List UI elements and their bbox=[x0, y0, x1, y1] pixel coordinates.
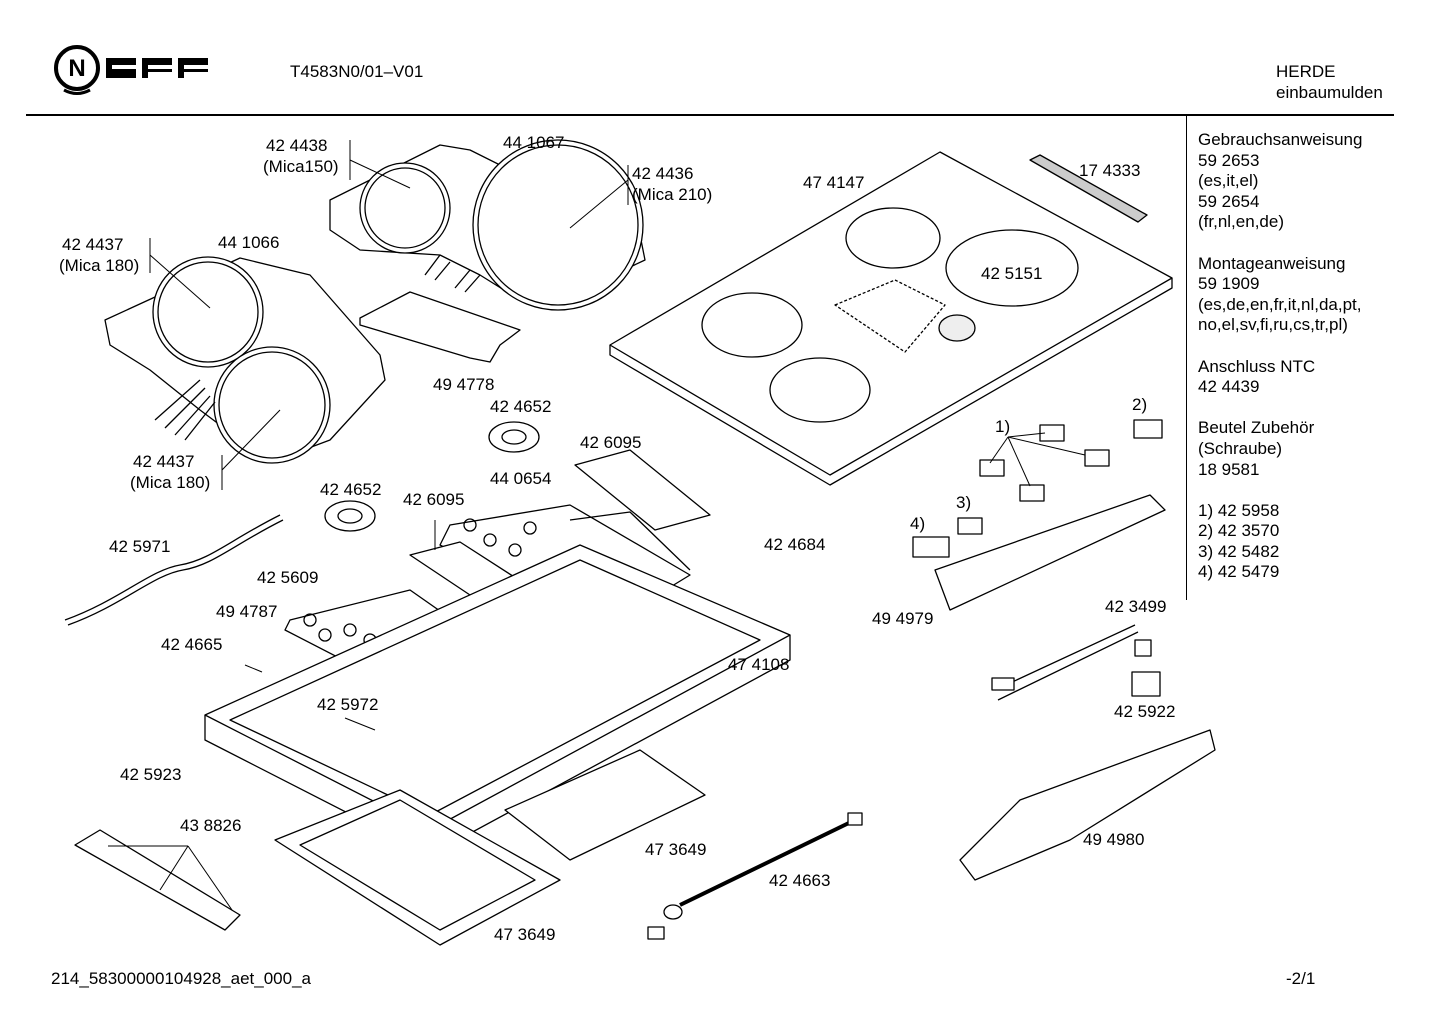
note-line: (Schraube) bbox=[1198, 438, 1283, 458]
label-423499: 42 3499 bbox=[1105, 597, 1167, 616]
label-473649-left: 47 3649 bbox=[494, 925, 556, 944]
label-441067: 44 1067 bbox=[503, 133, 565, 152]
sidebar-notes: Gebrauchsanweisung 59 2653 (es,it,el) 59… bbox=[1198, 130, 1362, 583]
label-474108: 47 4108 bbox=[728, 655, 790, 674]
svg-text:N: N bbox=[68, 55, 85, 82]
label-438826: 43 8826 bbox=[180, 816, 242, 835]
clip-bracket-438826 bbox=[74, 829, 241, 931]
label-424437-lower: 42 4437 bbox=[133, 452, 195, 471]
mains-cable-425971 bbox=[64, 514, 281, 621]
category-subtitle: einbaumulden bbox=[1276, 83, 1383, 102]
note-line: 18 9581 bbox=[1198, 459, 1260, 479]
ribbon-cable-423499 bbox=[994, 624, 1139, 701]
label-424436: 42 4436 bbox=[632, 164, 694, 183]
housing-474108 bbox=[204, 544, 791, 856]
heating-element-mica210 bbox=[472, 139, 644, 311]
model-number: T4583N0/01–V01 bbox=[290, 62, 424, 81]
heating-element-mica180-a bbox=[152, 256, 264, 368]
control-board-494979 bbox=[912, 419, 1166, 611]
label-424438: 42 4438 bbox=[266, 136, 328, 155]
label-footnote-4: 4) bbox=[910, 514, 926, 533]
note-line: 3) 42 5482 bbox=[1198, 541, 1280, 561]
neff-logo: N bbox=[50, 44, 220, 98]
leader-lines bbox=[108, 140, 1086, 911]
glass-ceramic-hob bbox=[609, 151, 1173, 486]
tray-473649 bbox=[274, 749, 706, 946]
note-line: (es,it,el) bbox=[1198, 171, 1259, 191]
note-line: Gebrauchsanweisung bbox=[1198, 130, 1363, 149]
note-line: Beutel Zubehör bbox=[1198, 418, 1315, 438]
label-footnote-1: 1) bbox=[995, 417, 1011, 436]
note-line: 1) 42 5958 bbox=[1198, 500, 1280, 520]
label-441066: 44 1066 bbox=[218, 233, 280, 252]
label-424437-upper: 42 4437 bbox=[62, 235, 124, 254]
label-494980: 49 4980 bbox=[1083, 830, 1145, 849]
label-424663: 42 4663 bbox=[769, 871, 831, 890]
heater-plate-lower bbox=[104, 256, 386, 464]
label-425923: 42 5923 bbox=[120, 765, 182, 784]
note-line: 4) 42 5479 bbox=[1198, 562, 1280, 582]
label-425972: 42 5972 bbox=[317, 695, 379, 714]
note-line: 42 4439 bbox=[1198, 377, 1260, 397]
label-494787: 49 4787 bbox=[216, 602, 278, 621]
label-footnote-2: 2) bbox=[1132, 395, 1148, 414]
label-440654: 44 0654 bbox=[490, 469, 552, 488]
ntc-cable-424663 bbox=[679, 818, 856, 907]
header-rule bbox=[26, 114, 1394, 116]
label-mica150: (Mica150) bbox=[263, 157, 339, 176]
note-line: (es,de,en,fr,it,nl,da,pt, bbox=[1198, 294, 1362, 314]
note-line: 59 2654 bbox=[1198, 191, 1260, 211]
label-425609: 42 5609 bbox=[257, 568, 319, 587]
note-line: Anschluss NTC bbox=[1198, 356, 1316, 376]
label-mica210: (Mica 210) bbox=[632, 185, 713, 204]
note-line: 59 1909 bbox=[1198, 274, 1260, 294]
heating-element-mica180-b bbox=[213, 346, 331, 464]
note-line: 59 2653 bbox=[1198, 150, 1260, 170]
label-494778: 49 4778 bbox=[433, 375, 495, 394]
bracket-494778 bbox=[359, 291, 521, 363]
label-425922: 42 5922 bbox=[1114, 702, 1176, 721]
trim-strip-174333 bbox=[1029, 154, 1148, 223]
document-id: 214_58300000104928_aet_000_a bbox=[51, 969, 311, 988]
fan-424652 bbox=[324, 421, 540, 532]
category-title: HERDE bbox=[1276, 62, 1336, 81]
label-425971: 42 5971 bbox=[109, 537, 171, 556]
label-425151: 42 5151 bbox=[981, 264, 1043, 283]
note-line: 2) 42 3570 bbox=[1198, 521, 1280, 541]
label-474147: 47 4147 bbox=[803, 173, 865, 192]
label-424652-upper: 42 4652 bbox=[490, 397, 552, 416]
label-mica180-upper: (Mica 180) bbox=[59, 256, 140, 275]
label-424665: 42 4665 bbox=[161, 635, 223, 654]
label-424684: 42 4684 bbox=[764, 535, 826, 554]
note-line: (fr,nl,en,de) bbox=[1198, 212, 1284, 232]
label-174333: 17 4333 bbox=[1079, 161, 1141, 180]
heater-plate-upper bbox=[329, 139, 646, 311]
trim-rail-494980 bbox=[959, 729, 1216, 881]
label-494979: 49 4979 bbox=[872, 609, 934, 628]
label-426095-upper: 42 6095 bbox=[580, 433, 642, 452]
label-footnote-3: 3) bbox=[956, 493, 972, 512]
label-473649-right: 47 3649 bbox=[645, 840, 707, 859]
heating-element-mica150 bbox=[359, 162, 451, 254]
note-line: no,el,sv,fi,ru,cs,tr,pl) bbox=[1198, 315, 1348, 335]
label-424652-lower: 42 4652 bbox=[320, 480, 382, 499]
page-number: -2/1 bbox=[1286, 969, 1316, 988]
sidebar-divider bbox=[1186, 116, 1187, 600]
label-426095-lower: 42 6095 bbox=[403, 490, 465, 509]
label-mica180-lower: (Mica 180) bbox=[130, 473, 211, 492]
note-line: Montageanweisung bbox=[1198, 253, 1346, 273]
